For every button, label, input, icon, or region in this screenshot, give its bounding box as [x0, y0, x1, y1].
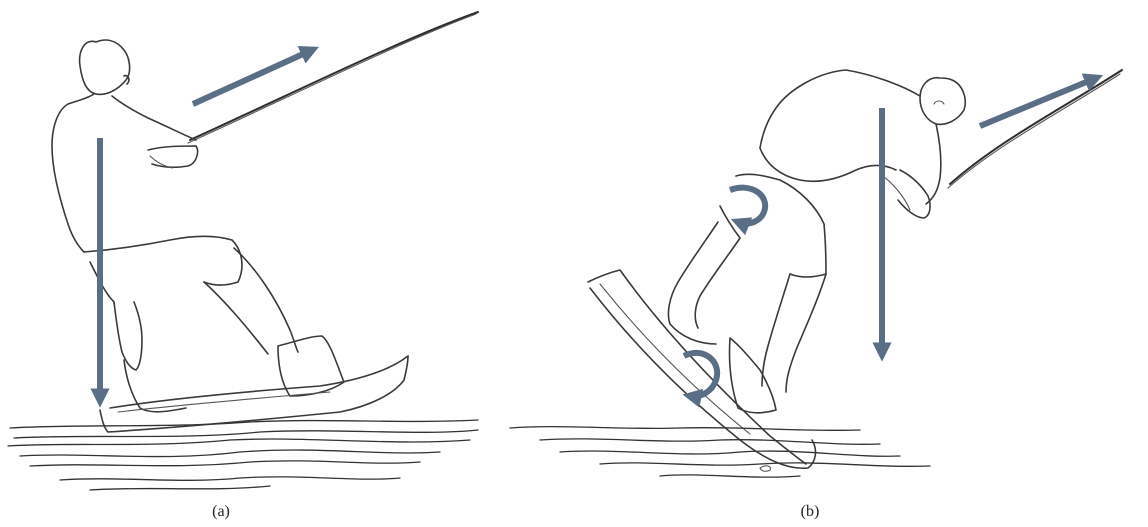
- rotation-arrow-ankle: [684, 353, 717, 396]
- panel-a-water: [8, 420, 478, 490]
- force-arrow-rope-b: [980, 78, 1096, 126]
- force-arrow-rope-a: [193, 50, 312, 104]
- panel-a-sketch: [52, 12, 478, 432]
- panel-b-water: [510, 427, 930, 478]
- caption-panel-b: (b): [780, 503, 840, 521]
- panel-b-sketch: [588, 70, 1122, 468]
- rotation-arrow-knee: [730, 188, 765, 224]
- caption-panel-a: (a): [191, 503, 251, 521]
